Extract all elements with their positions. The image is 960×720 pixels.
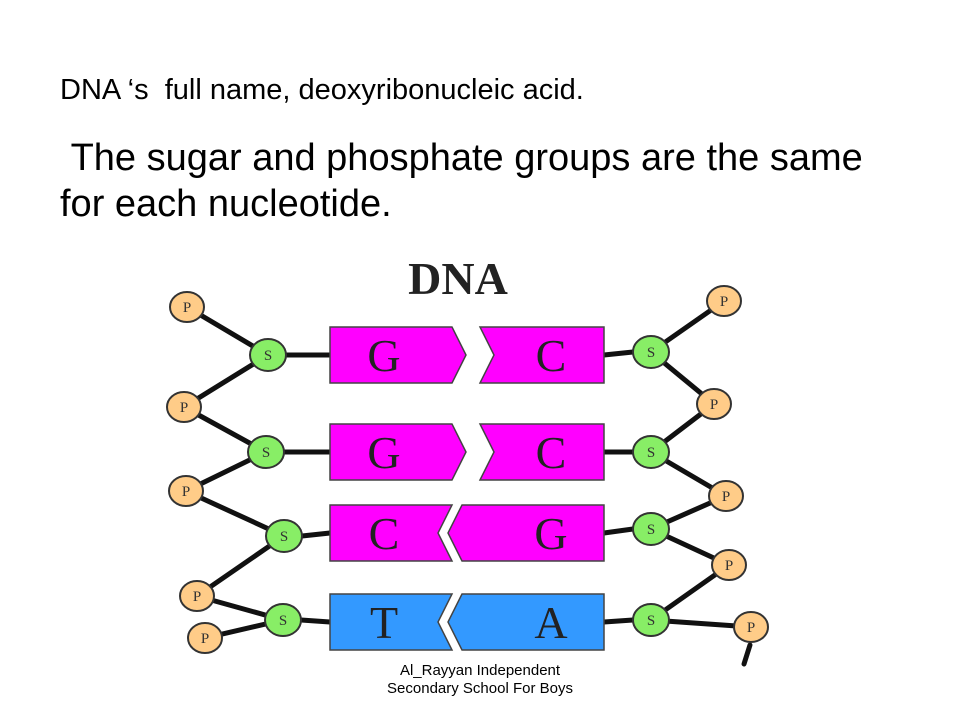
base-left-label: G — [367, 330, 400, 381]
backbone-bond-tail — [741, 642, 753, 667]
sugar-base-bond — [601, 617, 636, 625]
base-right-block — [447, 593, 605, 651]
base-left-label: C — [369, 508, 400, 559]
phosphate-group: P — [169, 291, 205, 323]
phosphate-group-label: P — [725, 558, 733, 574]
phosphate-group: P — [696, 388, 732, 420]
sugar-group-label: S — [647, 345, 655, 361]
diagram-title: DNA — [408, 253, 508, 304]
sugar-base-bond — [601, 349, 636, 358]
phosphate-group: P — [708, 480, 744, 512]
sugar-group: S — [632, 512, 670, 546]
phosphate-group: P — [711, 549, 747, 581]
base-left-block — [329, 593, 454, 651]
phosphate-group: P — [168, 475, 204, 507]
phosphate-group-label: P — [182, 484, 190, 500]
phosphate-group-label: P — [180, 400, 188, 416]
phosphate-group: P — [187, 622, 223, 654]
phosphate-group: P — [179, 580, 215, 612]
sugar-group-label: S — [264, 348, 272, 364]
phosphate-group-label: P — [193, 589, 201, 605]
base-right-block — [478, 423, 605, 481]
footer-line-1: Al_Rayyan Independent — [399, 662, 561, 679]
sugar-group: S — [632, 335, 670, 369]
slide-line-1: DNA ‘s full name, deoxyribonucleic acid. — [60, 74, 584, 106]
base-right-label: G — [534, 508, 567, 559]
sugar-group-label: S — [280, 529, 288, 545]
slide-line-2: The sugar and phosphate groups are the s… — [60, 137, 874, 225]
sugar-group-label: S — [279, 613, 287, 629]
base-left-block — [329, 326, 467, 384]
phosphate-group-label: P — [201, 631, 209, 647]
sugar-group: S — [265, 519, 303, 553]
sugar-base-bond — [601, 526, 636, 536]
base-right-block — [447, 504, 605, 562]
base-left-label: T — [370, 597, 398, 648]
sugar-group-label: S — [647, 522, 655, 538]
base-left-block — [329, 504, 454, 562]
phosphate-group-label: P — [722, 489, 730, 505]
backbone-groups: P P P P P P P P P P S S S S S S S S — [166, 285, 769, 654]
phosphate-group: P — [706, 285, 742, 317]
phosphate-group: P — [733, 611, 769, 643]
base-left-label: G — [367, 427, 400, 478]
sugar-group: S — [264, 603, 302, 637]
sugar-group-label: S — [262, 445, 270, 461]
phosphate-group: P — [166, 391, 202, 423]
sugar-group-label: S — [647, 445, 655, 461]
footer-line-2: Secondary School For Boys — [387, 680, 573, 697]
phosphate-group-label: P — [710, 397, 718, 413]
sugar-group: S — [249, 338, 287, 372]
footer: Al_Rayyan Independent Secondary School F… — [330, 662, 630, 698]
base-right-label: A — [534, 597, 567, 648]
phosphate-group-label: P — [183, 300, 191, 316]
sugar-group: S — [632, 603, 670, 637]
phosphate-group-label: P — [747, 620, 755, 636]
sugar-group: S — [247, 435, 285, 469]
sugar-group-label: S — [647, 613, 655, 629]
base-left-block — [329, 423, 467, 481]
base-right-label: C — [536, 427, 567, 478]
base-right-block — [478, 326, 605, 384]
sugar-group: S — [632, 435, 670, 469]
phosphate-group-label: P — [720, 294, 728, 310]
sugar-base-bond — [298, 617, 333, 625]
base-right-label: C — [536, 330, 567, 381]
sugar-base-bond — [299, 530, 333, 539]
